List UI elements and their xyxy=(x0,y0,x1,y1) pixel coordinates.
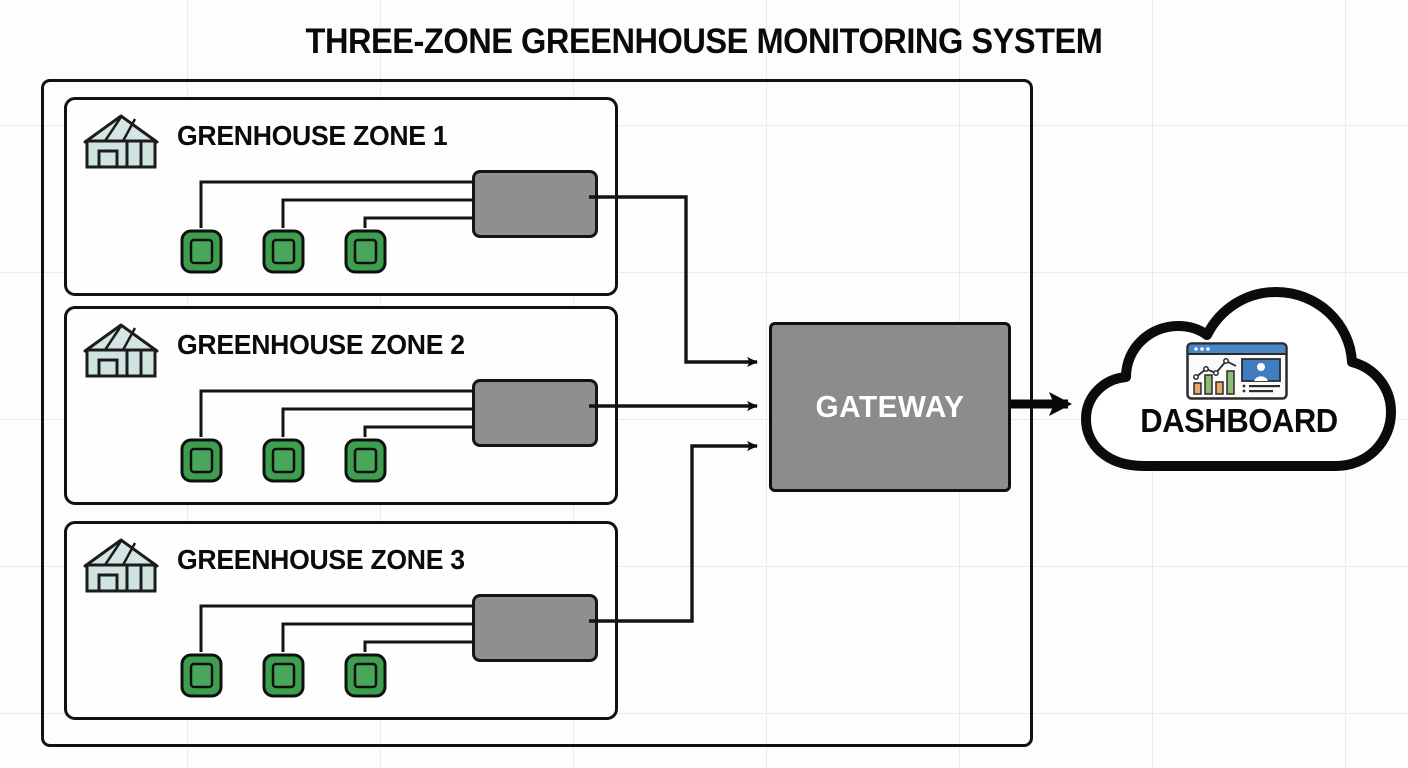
sensor-node-3-3[interactable] xyxy=(344,652,387,698)
sensor-node-3-2[interactable] xyxy=(262,652,305,698)
gateway-node[interactable]: GATEWAY xyxy=(769,322,1011,492)
sensor-node-3-1[interactable] xyxy=(180,652,223,698)
greenhouse-icon xyxy=(81,536,161,594)
sensor-node-2-1[interactable] xyxy=(180,437,223,483)
zone-hub-1[interactable] xyxy=(472,170,598,238)
sensor-node-2-3[interactable] xyxy=(344,437,387,483)
zone-3-wiring xyxy=(199,604,475,652)
zone-card-2[interactable]: GREENHOUSE ZONE 2 xyxy=(64,306,618,505)
zone-1-wiring xyxy=(199,180,475,228)
dashboard-label: DASHBOARD xyxy=(1140,402,1338,439)
zone-hub-2[interactable] xyxy=(472,379,598,447)
zone-2-wiring xyxy=(199,389,475,437)
zone-label-2: GREENHOUSE ZONE 2 xyxy=(177,329,465,360)
zone-label-1: GRENHOUSE ZONE 1 xyxy=(177,120,448,151)
gateway-label: GATEWAY xyxy=(815,389,965,424)
dashboard-window-icon xyxy=(1186,342,1288,400)
page-title: THREE-ZONE GREENHOUSE MONITORING SYSTEM xyxy=(305,22,1103,61)
sensor-node-1-3[interactable] xyxy=(344,228,387,274)
dashboard-cloud[interactable]: DASHBOARD xyxy=(1078,284,1400,486)
zone-card-3[interactable]: GREENHOUSE ZONE 3 xyxy=(64,521,618,720)
zone-card-1[interactable]: GRENHOUSE ZONE 1 xyxy=(64,97,618,296)
zone-label-3: GREENHOUSE ZONE 3 xyxy=(177,544,465,575)
zone-hub-3[interactable] xyxy=(472,594,598,662)
sensor-node-2-2[interactable] xyxy=(262,437,305,483)
greenhouse-icon xyxy=(81,112,161,170)
sensor-node-1-2[interactable] xyxy=(262,228,305,274)
sensor-node-1-1[interactable] xyxy=(180,228,223,274)
greenhouse-icon xyxy=(81,321,161,379)
system-boundary-box xyxy=(41,79,1033,747)
